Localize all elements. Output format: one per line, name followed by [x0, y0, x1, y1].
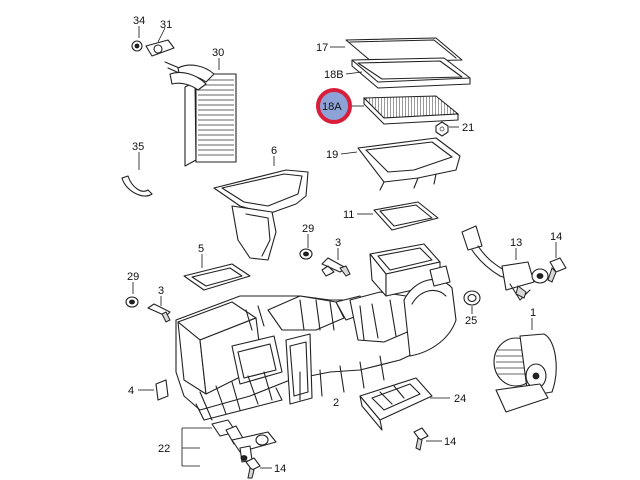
label-18B: 18B [324, 69, 344, 81]
label-17: 17 [316, 42, 328, 54]
label-29-upper: 29 [302, 223, 314, 235]
part-6-air-duct[interactable] [213, 156, 309, 261]
label-13: 13 [510, 237, 522, 249]
label-35: 35 [132, 141, 144, 153]
label-18A: 18A [322, 101, 342, 113]
part-30-heater-core[interactable] [169, 58, 237, 167]
label-30: 30 [212, 47, 224, 59]
label-4: 4 [128, 385, 134, 397]
label-21: 21 [462, 122, 474, 134]
label-6: 6 [271, 145, 277, 157]
part-14-screw-lower-middle[interactable] [413, 427, 442, 451]
label-14-lower-middle: 14 [444, 436, 456, 448]
label-2: 2 [333, 397, 339, 409]
part-3-screw-left[interactable] [147, 296, 171, 323]
part-29-grommet-left[interactable] [125, 282, 139, 308]
label-24: 24 [454, 393, 466, 405]
label-25: 25 [465, 315, 477, 327]
part-3-screw-upper[interactable] [321, 248, 351, 277]
label-3-left: 3 [158, 285, 164, 297]
part-21-nut[interactable] [435, 121, 459, 137]
part-29-grommet-upper[interactable] [299, 234, 313, 260]
part-11-gasket[interactable] [357, 201, 439, 231]
label-14-right: 14 [550, 231, 562, 243]
label-1: 1 [530, 307, 536, 319]
part-4-bracket[interactable] [138, 379, 169, 401]
part-35-clip[interactable] [121, 152, 153, 197]
part-25-grommet[interactable] [463, 290, 481, 314]
label-14-lower-left: 14 [274, 463, 286, 475]
part-24-control-module[interactable] [359, 377, 450, 431]
part-19-filter-housing[interactable] [340, 137, 461, 191]
part-18A-pollen-filter[interactable] [348, 95, 460, 125]
part-5-seal-frame[interactable] [183, 254, 251, 291]
part-14-screw-right[interactable] [547, 242, 567, 283]
label-3-upper: 3 [335, 237, 341, 249]
label-5: 5 [198, 243, 204, 255]
label-31: 31 [160, 19, 172, 31]
part-14-screw-lower-left[interactable] [245, 457, 272, 479]
label-19: 19 [326, 149, 338, 161]
label-11: 11 [343, 209, 354, 221]
highlight-marker-18A [316, 88, 352, 124]
part-1-blower-motor[interactable] [493, 318, 557, 413]
part-17-filter-cover[interactable] [330, 37, 463, 63]
part-22-lever-assembly[interactable] [181, 419, 277, 467]
part-2-hvac-housing[interactable] [175, 243, 457, 421]
label-22: 22 [158, 443, 170, 455]
label-29-left: 29 [127, 271, 139, 283]
part-13-servo-motor[interactable] [461, 225, 549, 301]
label-34: 34 [133, 15, 145, 27]
part-18B-filter-frame[interactable] [345, 57, 471, 89]
